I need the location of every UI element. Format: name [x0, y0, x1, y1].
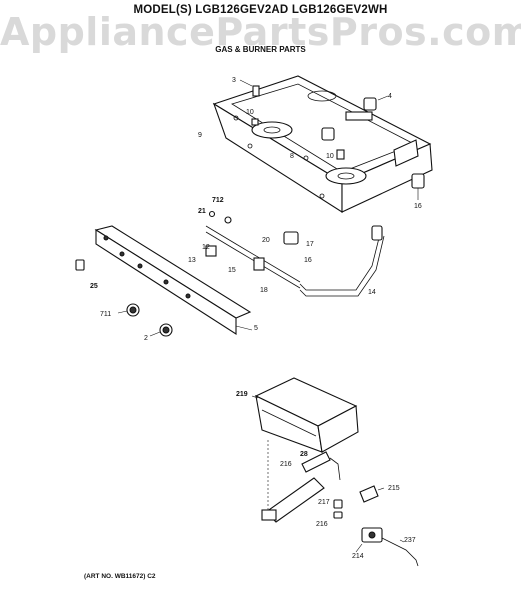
part-217-screw	[333, 499, 343, 519]
callout-9: 9	[198, 132, 202, 139]
part-215-bracket	[359, 485, 385, 503]
callout-219: 219	[236, 391, 248, 398]
section-title: GAS & BURNER PARTS	[215, 45, 306, 54]
callout-12: 12	[202, 244, 210, 251]
callout-21: 21	[198, 208, 206, 215]
manifold-rail	[205, 210, 301, 289]
callout-5: 5	[254, 325, 258, 332]
part-16-igniter-right	[411, 173, 425, 200]
part-3-screw	[239, 79, 260, 97]
callout-711: 711	[100, 311, 111, 318]
part-25-clip	[75, 259, 85, 271]
callout-215: 215	[388, 485, 400, 492]
callout-16-a: 16	[414, 203, 422, 210]
callout-218: 216	[280, 461, 292, 468]
callout-labels: 3 4 9 8 10 10 16 712 21 20 17 16 12 13 1…	[90, 77, 422, 560]
callout-4: 4	[388, 93, 392, 100]
part-10-clips	[251, 118, 345, 160]
callout-10-a: 10	[326, 153, 334, 160]
callout-14: 14	[368, 289, 376, 296]
part-219-burner-baffle	[251, 377, 359, 453]
burner-box	[212, 75, 433, 214]
callout-20: 20	[262, 237, 270, 244]
part-237-wire	[381, 537, 419, 567]
callout-712: 712	[212, 197, 224, 204]
part-4-burner-head	[321, 95, 389, 141]
callout-8: 8	[290, 153, 294, 160]
callout-214: 214	[352, 553, 364, 560]
callout-17: 17	[306, 241, 314, 248]
part-2-knob	[149, 323, 173, 337]
part-214-igniter	[355, 527, 383, 553]
callout-13: 13	[188, 257, 196, 264]
callout-16-b: 16	[304, 257, 312, 264]
callout-216: 216	[316, 521, 328, 528]
callout-3: 3	[232, 77, 236, 84]
callout-237: 237	[404, 537, 416, 544]
callout-2: 2	[144, 335, 148, 342]
callout-10-b: 10	[246, 109, 254, 116]
part-14-gas-pipe	[299, 225, 385, 297]
callout-18: 18	[260, 287, 268, 294]
callout-28: 28	[300, 451, 308, 458]
callout-217: 217	[318, 499, 330, 506]
part-711-knob	[117, 303, 140, 317]
art-number: (ART NO. WB11672) C2	[84, 573, 156, 580]
part-5-manifold-panel	[94, 225, 253, 336]
callout-15: 15	[228, 267, 236, 274]
callout-25: 25	[90, 283, 98, 290]
model-title: MODEL(S) LGB126GEV2AD LGB126GEV2WH	[133, 4, 388, 16]
oven-burner-tube	[261, 440, 325, 523]
part-28-burner-tube	[301, 451, 341, 481]
